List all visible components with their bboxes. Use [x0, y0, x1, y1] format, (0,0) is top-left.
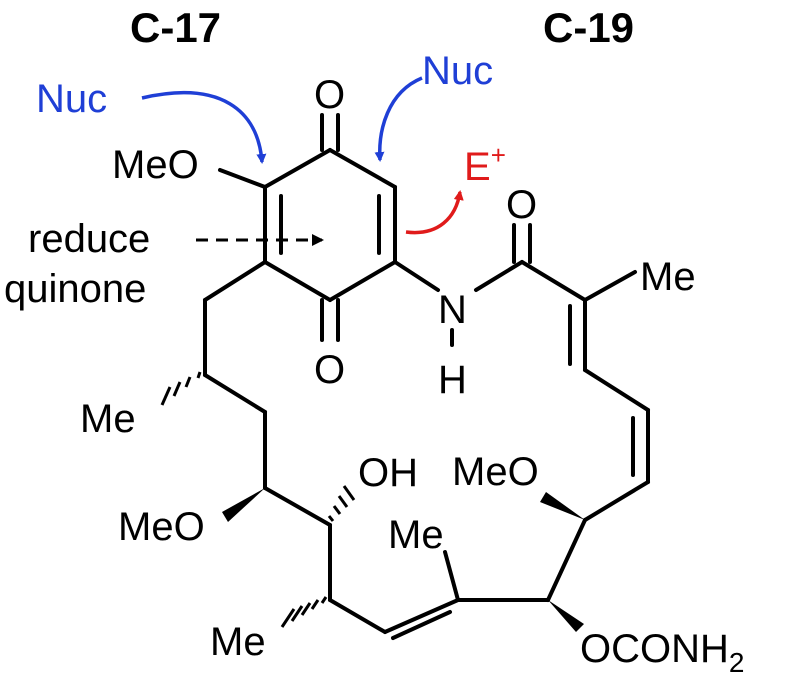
nucleophile-left-label: Nuc [36, 77, 107, 121]
left-methyl-label: Me [80, 397, 136, 441]
nucleophile-attack-c17-arrow [141, 91, 267, 164]
quinone-carbonyl-o-top: O [314, 73, 345, 117]
c17-label: C-17 [130, 4, 221, 51]
reduce-label: reduce [28, 217, 150, 261]
nucleophile-attack-c19-arrow [374, 76, 423, 162]
middle-methoxy-label: MeO [118, 505, 205, 549]
quinone-ring [263, 113, 397, 342]
right-methoxy-label: MeO [452, 450, 539, 494]
amide-alpha-methyl-label: Me [640, 255, 696, 299]
quinone-carbonyl-o-bottom: O [314, 348, 345, 392]
middle-methoxy-wedge [222, 488, 265, 522]
amide-nitrogen-label: N [438, 288, 467, 332]
left-methyl-hash-bond [160, 371, 202, 406]
right-methoxy-wedge [540, 492, 585, 520]
amide-carbonyl-o: O [506, 183, 537, 227]
electrophile-label: E+ [464, 140, 506, 189]
quinone-label: quinone [4, 267, 146, 311]
bottom-left-methyl-label: Me [210, 620, 266, 664]
c19-label: C-19 [543, 4, 634, 51]
bottom-methyl-label: Me [388, 513, 444, 557]
hydroxyl-hash-bond [327, 485, 356, 522]
carbamate-wedge [548, 600, 584, 632]
electrophile-arrow [405, 190, 464, 235]
nucleophile-right-label: Nuc [422, 49, 493, 93]
carbamate-label: OCONH2 [580, 627, 744, 678]
amide-hydrogen-label: H [438, 358, 467, 402]
hydroxyl-label: OH [358, 451, 418, 495]
quinone-methoxy-label: MeO [112, 143, 199, 187]
bottom-left-hash-bond [280, 596, 328, 628]
